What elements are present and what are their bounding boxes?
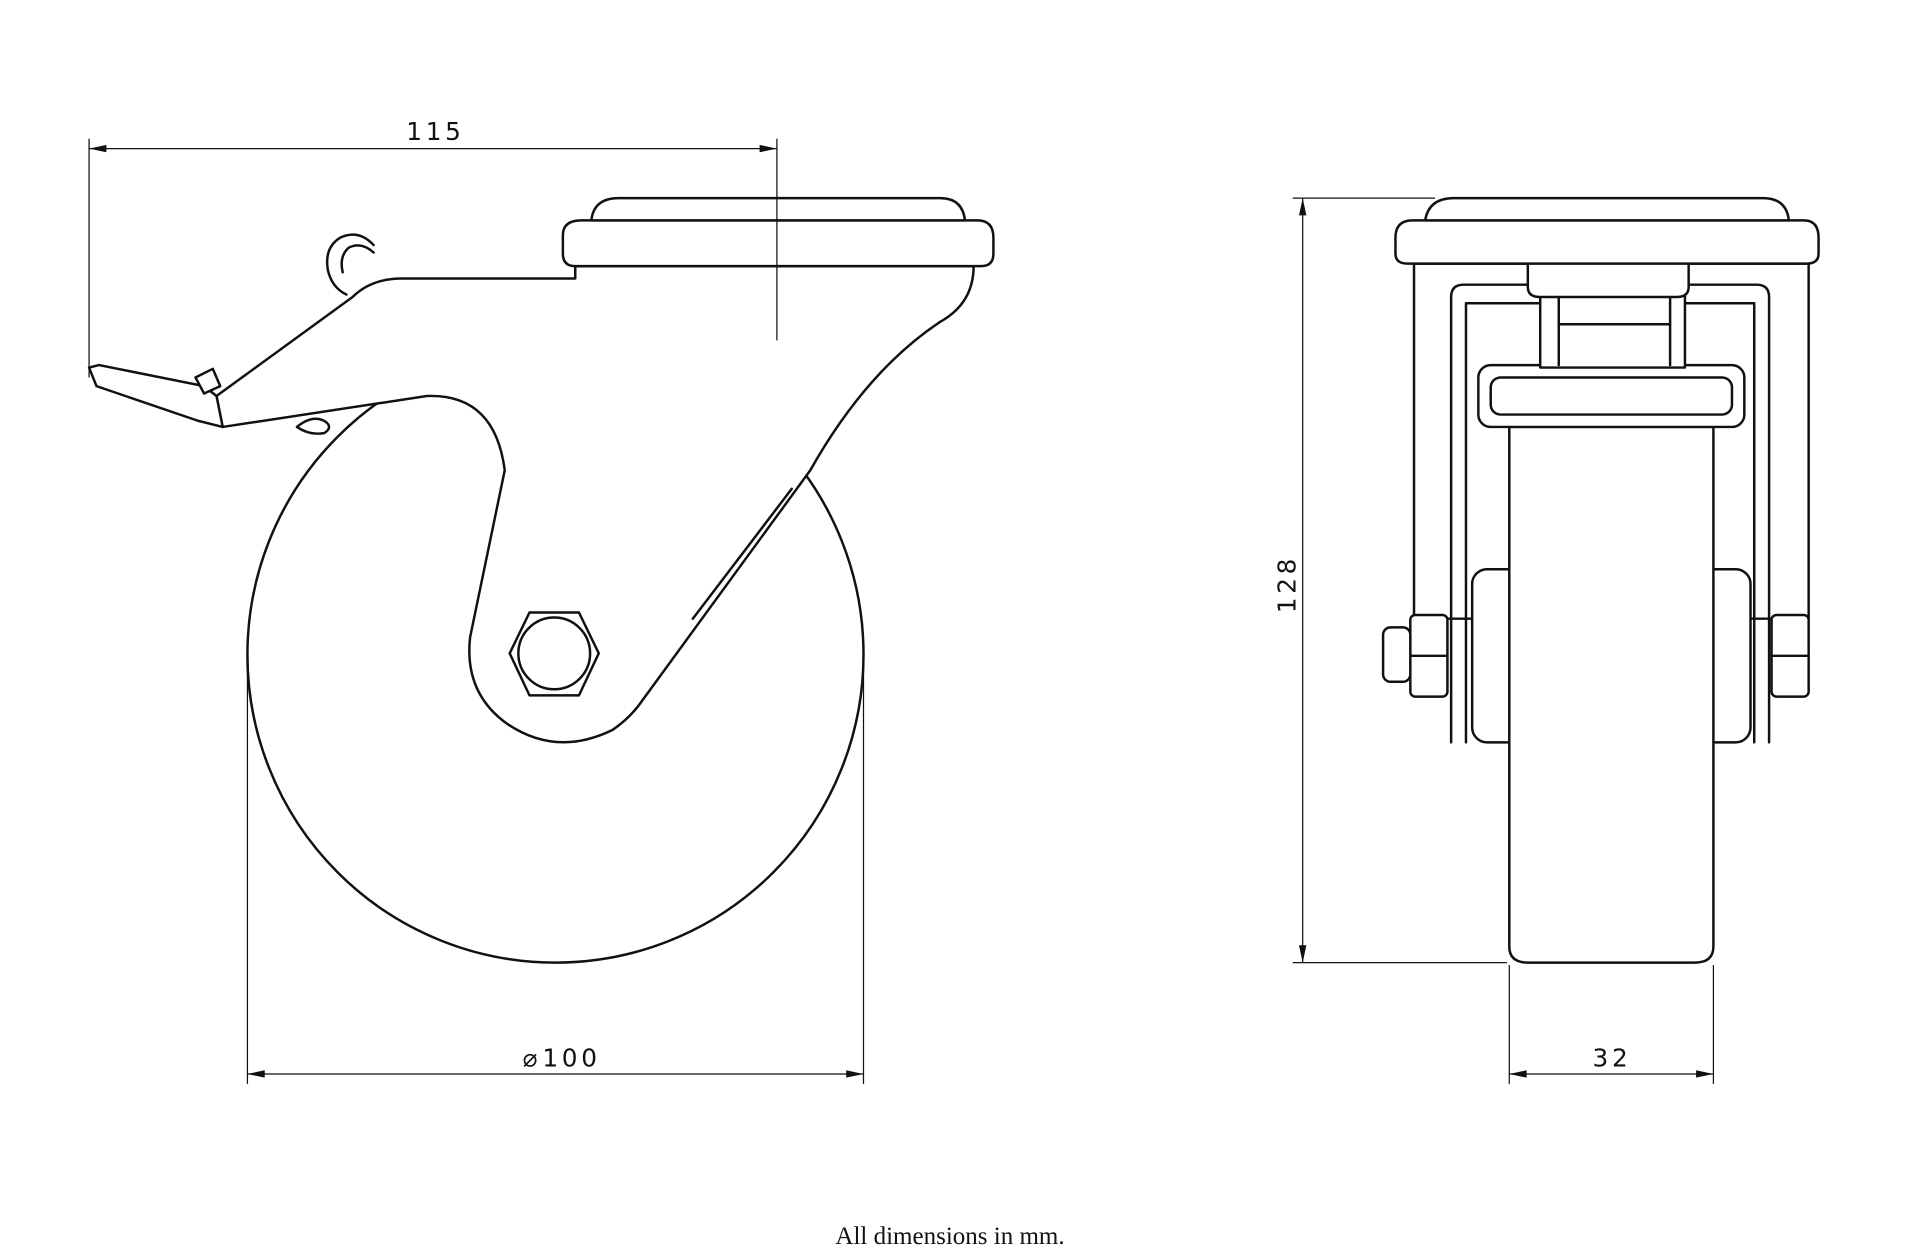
top-plate-front [1394, 219, 1820, 265]
hook-inner [340, 244, 375, 274]
spring [295, 417, 331, 435]
wheel-front [1508, 425, 1715, 964]
dim-32-label: 32 [1593, 1044, 1632, 1073]
dimension-115: 115 [88, 117, 778, 378]
dimension-32: 32 [1508, 965, 1715, 1084]
dim-115-label: 115 [406, 117, 464, 146]
top-plate-flange-front [1423, 196, 1791, 222]
hex-nut [508, 611, 600, 697]
side-view [87, 196, 995, 964]
fork-body [215, 264, 975, 744]
diameter-symbol: ⌀ [523, 1044, 542, 1073]
bolt-cap [1381, 626, 1412, 684]
hook-icon [325, 233, 375, 296]
fork-edge [691, 487, 793, 620]
footnote: All dimensions in mm. [835, 1223, 1065, 1250]
dim-100-label: 100 [542, 1044, 600, 1073]
brake-plate [1477, 363, 1746, 429]
dimension-128: 128 [1272, 197, 1507, 964]
dimension-diameter: ⌀ 100 [246, 655, 865, 1084]
dim-128-label: 128 [1272, 555, 1301, 613]
top-plate-flange [590, 196, 967, 222]
front-view [1381, 196, 1820, 964]
brake-lever [87, 363, 224, 429]
lever-tab [194, 367, 222, 395]
stem [1538, 289, 1687, 369]
axle-bolt [517, 616, 592, 691]
top-plate-side [561, 219, 995, 268]
